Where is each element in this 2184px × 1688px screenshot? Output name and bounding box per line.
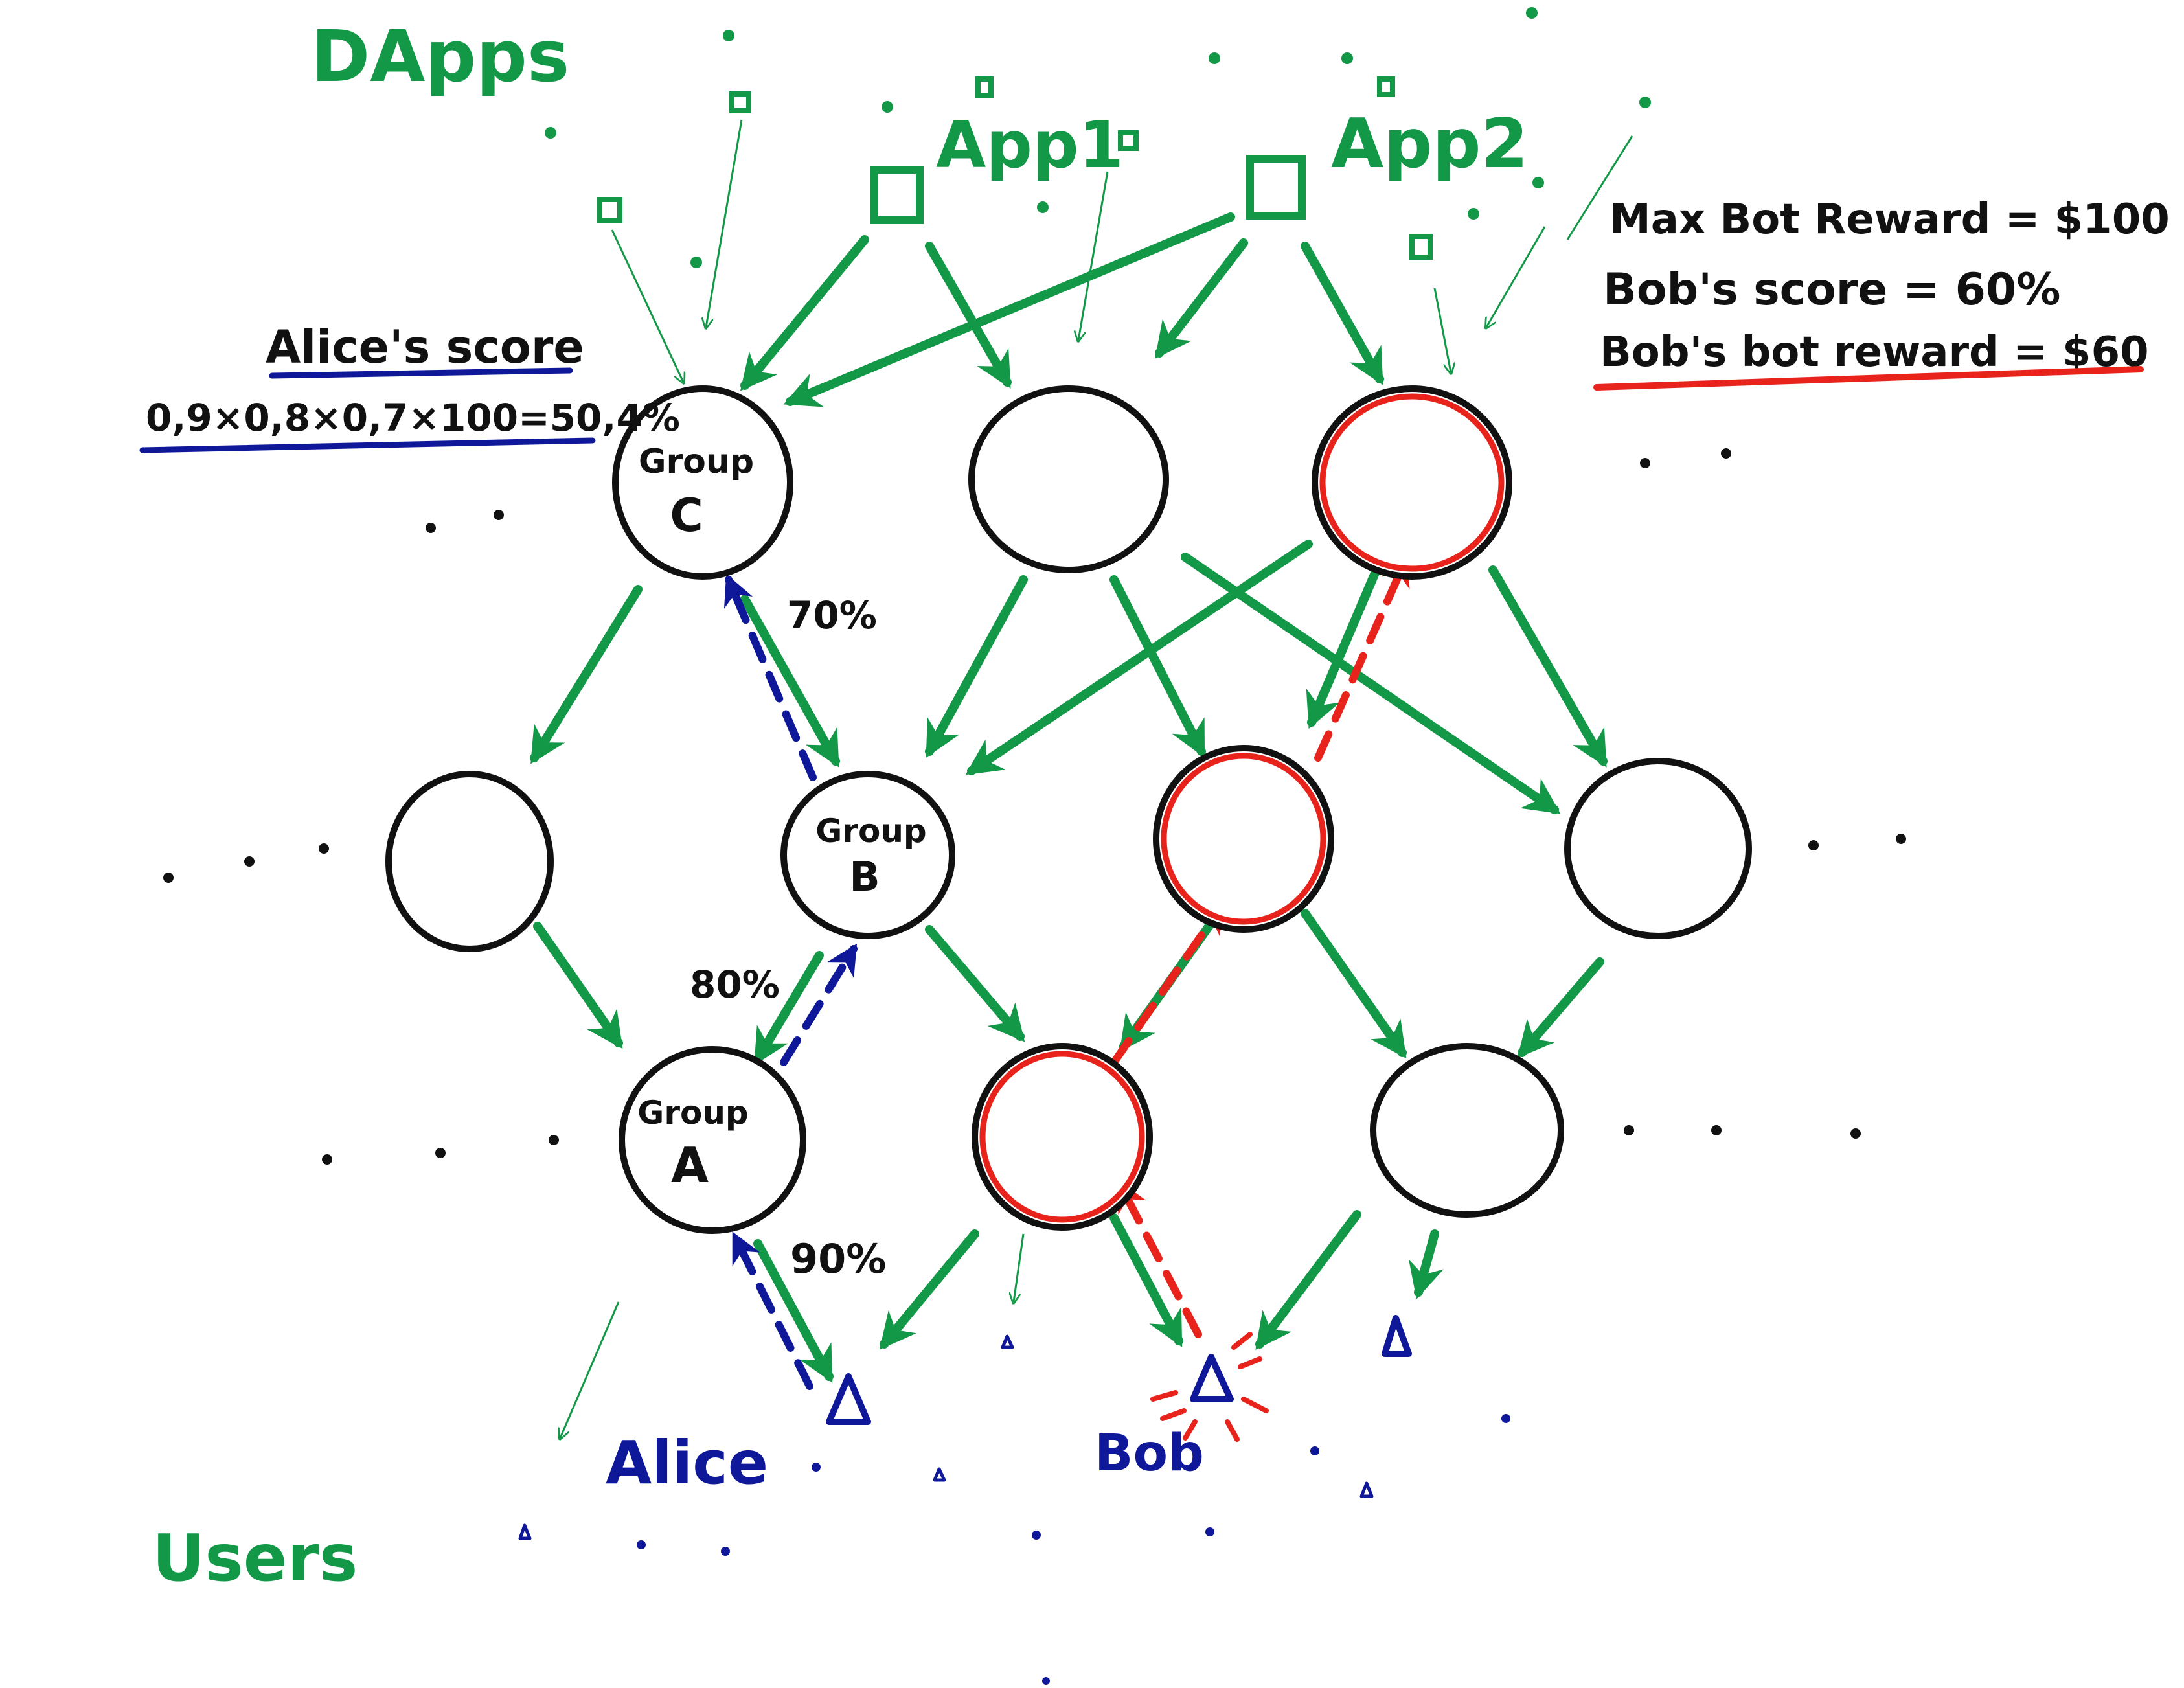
node-mid-1	[385, 771, 554, 952]
alice-score-formula-underline	[139, 437, 596, 453]
group-b-label-line1: Group	[815, 812, 926, 850]
node-group-c	[612, 385, 793, 580]
app-marker-icon	[975, 76, 994, 98]
pct-70-label: 70%	[787, 593, 877, 637]
green-edges	[530, 212, 1608, 1383]
dapps-label: DApps	[311, 15, 569, 98]
bob-alert-burst	[1150, 1332, 1269, 1442]
app-marker-icon	[597, 197, 622, 223]
alice-score-title: Alice's score	[266, 321, 584, 374]
node-bot-2-flagged	[972, 1043, 1153, 1231]
group-b-label-line2: B	[849, 853, 880, 900]
bobs-bot-reward-underline	[1593, 366, 2144, 391]
edge-app2-top3	[1301, 242, 1384, 385]
node-group-b	[780, 771, 955, 939]
app-marker-icon	[1118, 130, 1139, 151]
user-triangle-icon	[1382, 1315, 1412, 1357]
alice-score-formula: 0,9×0,8×0,7×100=50,4%	[146, 396, 680, 440]
bob-triangle-icon	[1190, 1354, 1234, 1402]
users-label: Users	[152, 1520, 358, 1596]
alice-triangle-icon	[826, 1373, 871, 1425]
user-triangle-icon	[1359, 1481, 1374, 1498]
user-triangle-icon	[518, 1523, 532, 1540]
alice-score-title-underline	[269, 367, 573, 379]
continuation-dots	[163, 448, 1906, 1165]
group-c-label-line1: Group	[639, 442, 754, 481]
bobs-score-text: Bob's score = 60%	[1603, 264, 2060, 315]
group-c-label-line2: C	[670, 489, 703, 542]
app1-square-icon	[870, 166, 924, 224]
nodes	[385, 385, 1752, 1234]
group-a-label-line1: Group	[637, 1094, 748, 1132]
user-triangle-icon	[933, 1467, 946, 1482]
node-group-a	[619, 1046, 806, 1234]
edge-app2-top2	[1155, 238, 1248, 359]
app2-square-icon	[1246, 155, 1306, 220]
user-triangle-icon	[1001, 1334, 1014, 1349]
other-app-markers	[597, 76, 1433, 260]
edge-app2-groupc	[783, 212, 1235, 407]
edge-app1-top2	[925, 242, 1012, 389]
alice-trust-path	[723, 574, 858, 1390]
node-top-3-flagged	[1312, 385, 1512, 580]
app1-label: App1	[936, 107, 1124, 183]
edge-app1-groupc	[740, 235, 869, 391]
alice-label: Alice	[606, 1428, 768, 1498]
bob-trust-path	[1110, 554, 1410, 1338]
bobs-bot-reward-text: Bob's bot reward = $60	[1600, 328, 2149, 376]
group-a-label-line2: A	[671, 1137, 709, 1194]
pct-90-label: 90%	[790, 1235, 886, 1283]
bob-label: Bob	[1095, 1424, 1204, 1483]
app2-label: App2	[1331, 104, 1529, 183]
node-mid-3-flagged	[1153, 745, 1334, 933]
user-dots	[637, 1414, 1510, 1685]
node-bot-3	[1370, 1043, 1564, 1218]
node-mid-4	[1564, 758, 1752, 939]
max-bot-reward-text: Max Bot Reward = $100	[1610, 196, 2170, 244]
app-marker-icon	[1377, 76, 1395, 97]
app-marker-icon	[729, 91, 751, 113]
pct-80-label: 80%	[690, 963, 780, 1007]
app-dots	[545, 7, 1651, 268]
users	[518, 1315, 1412, 1540]
node-top-2	[968, 385, 1169, 573]
app-marker-icon	[1409, 234, 1433, 260]
thin-app-edges	[560, 119, 1633, 1438]
